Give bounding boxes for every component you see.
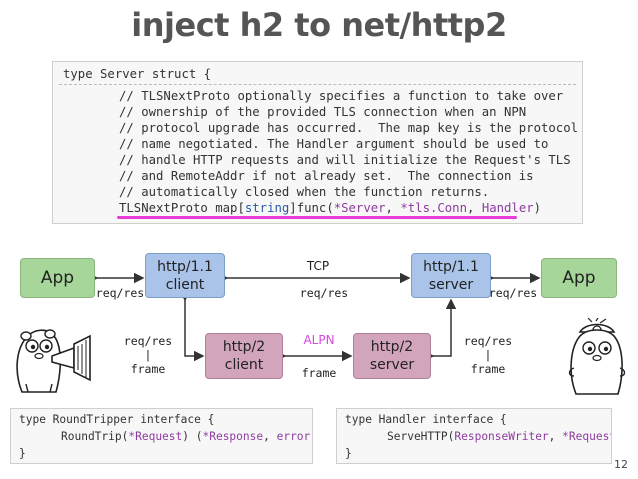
http2-client-box: http/2 client [205,333,283,379]
handler-code: type Handler interface { ServeHTTP(Respo… [336,408,612,464]
http11-client-box: http/1.1 client [145,253,225,298]
roundtrip-method: RoundTrip [61,430,122,443]
code-comment-line: // ownership of the provided TLS connect… [119,105,527,119]
tlsnextproto-field-line: TLSNextProto map[string]func(*Server, *t… [119,200,541,216]
handler-header: type Handler interface { [345,413,507,426]
app-box-right: App [541,258,617,298]
comma: , [548,430,563,443]
field-func-token: ]func( [289,201,334,215]
response-type: *Response [202,430,264,443]
field-close-token: ) [533,201,542,215]
roundtripper-code: type RoundTripper interface { RoundTrip(… [10,408,313,464]
request-type: *Request [562,430,612,443]
paren-close: ) [310,430,312,443]
field-key-type: string [244,201,290,215]
servehttp-method: ServeHTTP [387,430,448,443]
req-res-frame-label-right: req/res | frame [463,334,513,376]
arrow-h2server-h1server [424,298,457,362]
http2-server-box: http/2 server [353,333,431,379]
roundtripper-end: } [19,447,26,460]
field-map-token: map[ [207,201,245,215]
server-struct-code: type Server struct { // TLSNextProto opt… [52,61,583,224]
alpn-label: ALPN [303,333,335,347]
field-handler-type: Handler [481,201,534,215]
page-number: 12 [614,458,628,471]
code-comment-line: // name negotiated. The Handler argument… [119,137,549,151]
gopher-megaphone-illustration [16,329,91,393]
handler-method-line: ServeHTTP(ResponseWriter, *Request) [387,430,612,444]
app-box-left: App [20,258,95,298]
code-comment-line: // handle HTTP requests and will initial… [119,153,571,167]
gopher-headlamp-illustration [568,318,626,395]
handler-end: } [345,447,352,460]
req-res-label-mid: req/res [299,286,349,300]
comma: , [263,430,277,443]
field-server-type: *Server [333,201,386,215]
paren-mid: ) ( [182,430,203,443]
req-res-label-right: req/res [488,286,538,300]
code-comment-line: // protocol upgrade has occurred. The ma… [119,121,579,135]
req-res-label-left: req/res [95,286,145,300]
field-conn-type: *tls.Conn [400,201,467,215]
req-res-frame-label-left: req/res | frame [123,334,173,376]
field-name: TLSNextProto [119,201,208,215]
slide-title: inject h2 to net/http2 [131,6,507,44]
roundtripper-method-line: RoundTrip(*Request) (*Response, error) [61,430,312,444]
responsewriter-type: ResponseWriter [454,430,549,443]
code-header: type Server struct { [63,67,212,81]
error-type: error [276,430,311,443]
field-sep: , [385,201,401,215]
tcp-label: TCP [306,259,330,273]
roundtripper-header: type RoundTripper interface { [19,413,215,426]
request-type: *Request [128,430,183,443]
code-comment-line: // and RemoteAddr if not already set. Th… [119,169,534,183]
field-sep: , [467,201,482,215]
code-comment-line: // automatically closed when the functio… [119,185,490,199]
paren-open: ( [447,430,455,443]
highlight-underline [117,216,517,219]
code-comment-line: // TLSNextProto optionally specifies a f… [119,89,564,103]
http11-server-box: http/1.1 server [411,253,491,298]
frame-label-mid: frame [301,366,337,380]
arrow-h1client-h2client [179,291,205,362]
paren-open: ( [121,430,129,443]
code-separator [59,84,576,85]
